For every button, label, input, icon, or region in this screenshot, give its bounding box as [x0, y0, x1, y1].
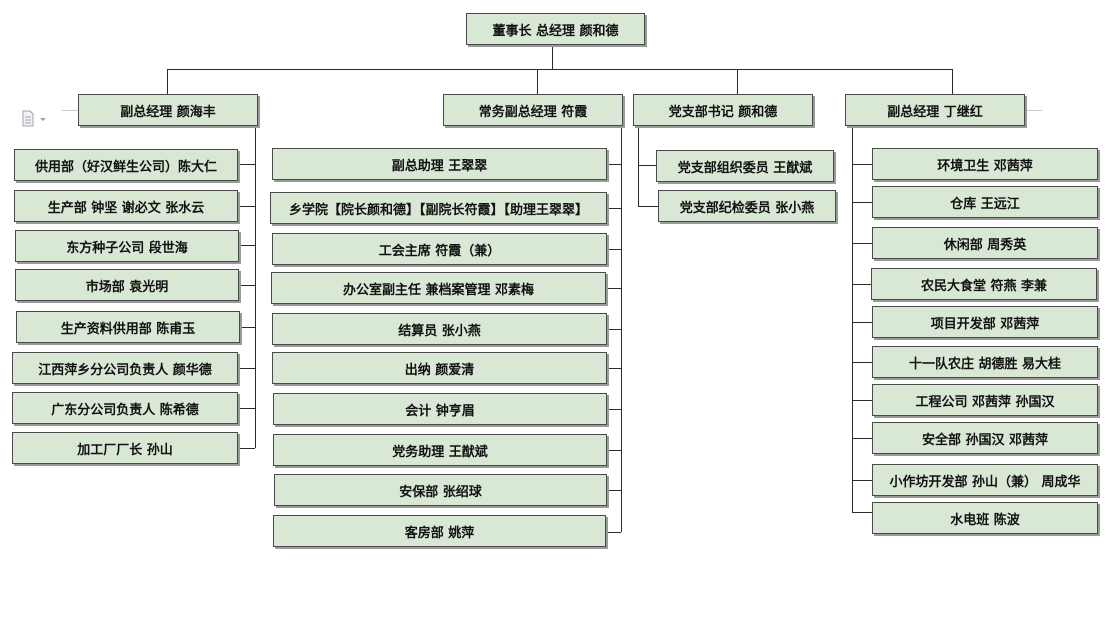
- branch-head-executive-vp: 常务副总经理 符霞: [443, 94, 623, 126]
- branch-1-item: 工会主席 符霞（兼）: [272, 233, 607, 265]
- branch-3-item: 工程公司 邓茜萍 孙国汉: [872, 384, 1098, 416]
- branch-0-item: 生产资料供用部 陈甫玉: [16, 311, 240, 343]
- branch-head-vp-1: 副总经理 颜海丰: [78, 94, 258, 126]
- branch-3-item: 十一队农庄 胡德胜 易大桂: [872, 346, 1098, 378]
- branch-1-item: 党务助理 王猷斌: [273, 434, 607, 466]
- branch-1-item: 安保部 张绍球: [274, 474, 607, 506]
- branch-3-item: 安全部 孙国汉 邓茜萍: [872, 422, 1098, 454]
- branch-3-item: 仓库 王远江: [872, 186, 1098, 218]
- branch-head-vp-2: 副总经理 丁继红: [845, 94, 1025, 126]
- branch-3-item: 农民大食堂 符燕 李兼: [871, 268, 1097, 300]
- branch-0-item: 东方种子公司 段世海: [15, 230, 239, 262]
- branch-1-item: 乡学院【院长颜和德】【副院长符霞】【助理王翠翠】: [270, 192, 607, 224]
- branch-0-item: 江西萍乡分公司负责人 颜华德: [12, 352, 238, 384]
- branch-0-item: 生产部 钟坚 谢必文 张水云: [14, 190, 238, 222]
- branch-1-item: 客房部 姚萍: [273, 515, 606, 547]
- branch-0-item: 广东分公司负责人 陈希德: [12, 392, 238, 424]
- document-icon: [22, 110, 46, 127]
- branch-0-item: 加工厂厂长 孙山: [12, 432, 238, 464]
- branch-1-item: 出纳 颜爱清: [272, 352, 607, 384]
- branch-1-item: 副总助理 王翠翠: [272, 148, 607, 180]
- branch-2-item: 党支部组织委员 王猷斌: [656, 150, 834, 182]
- branch-3-item: 项目开发部 邓茜萍: [872, 306, 1098, 338]
- branch-3-item: 休闲部 周秀英: [872, 227, 1098, 259]
- branch-3-item: 环境卫生 邓茜萍: [872, 148, 1098, 180]
- chairman-box: 董事长 总经理 颜和德: [466, 13, 645, 45]
- branch-1-item: 办公室副主任 兼档案管理 邓素梅: [271, 272, 606, 304]
- branch-3-item: 小作坊开发部 孙山（兼） 周成华: [872, 464, 1098, 496]
- branch-2-item: 党支部纪检委员 张小燕: [658, 190, 836, 222]
- branch-1-item: 会计 钟亨眉: [273, 393, 607, 425]
- branch-3-item: 水电班 陈波: [872, 502, 1098, 534]
- branch-1-item: 结算员 张小燕: [272, 313, 607, 345]
- branch-head-party-secretary: 党支部书记 颜和德: [633, 94, 813, 126]
- branch-0-item: 供用部（好汉鲜生公司）陈大仁: [14, 149, 238, 181]
- branch-0-item: 市场部 袁光明: [15, 269, 239, 301]
